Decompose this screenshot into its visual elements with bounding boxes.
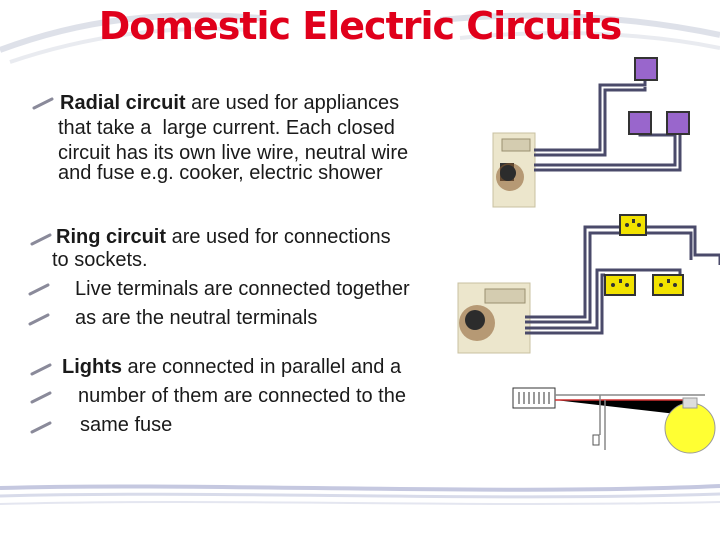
- radial-line-4: and fuse e.g. cooker, electric shower: [58, 162, 383, 184]
- appliance-icon: [666, 111, 690, 135]
- lights-term: Lights: [62, 356, 122, 378]
- switch-icon: [592, 434, 600, 446]
- bullet-icon: [30, 421, 52, 434]
- radial-line-2: that take a large current. Each closed: [58, 117, 395, 139]
- ring-line-1: Ring circuit are used for connections: [56, 226, 391, 248]
- bullet-icon: [28, 283, 50, 296]
- bullet-icon: [32, 97, 54, 110]
- bullet-icon: [30, 363, 52, 376]
- lights-line-3: same fuse: [80, 414, 173, 436]
- socket-icon: [619, 214, 647, 236]
- radial-line-3: circuit has its own live wire, neutral w…: [58, 142, 409, 164]
- radial-line-1: Radial circuit are used for appliances: [60, 92, 400, 114]
- radial-term: Radial circuit: [60, 92, 186, 114]
- footer-swoosh-decoration: [0, 484, 720, 505]
- ring-term: Ring circuit: [56, 226, 167, 248]
- ring-circuit-diagram: [457, 214, 720, 354]
- header-swoosh-decoration: [0, 12, 720, 64]
- bullet-icon: [30, 391, 52, 404]
- appliance-icon: [634, 57, 658, 81]
- light-bulb-icon: [664, 402, 716, 454]
- ring-line-3: Live terminals are connected together: [75, 278, 410, 300]
- slide-title: Domestic Electric Circuits: [98, 4, 623, 48]
- bullet-icon: [28, 313, 50, 326]
- socket-icon: [652, 274, 684, 296]
- appliance-icon: [628, 111, 652, 135]
- lighting-circuit-diagram: [512, 387, 716, 454]
- bullet-icon: [30, 233, 52, 246]
- lights-line-2: number of them are connected to the: [78, 385, 406, 407]
- radial-circuit-diagram: [492, 57, 690, 208]
- ring-line-2: to sockets.: [52, 249, 148, 271]
- socket-icon: [604, 274, 636, 296]
- lights-line-1: Lights are connected in parallel and a: [62, 356, 402, 378]
- ring-line-4: as are the neutral terminals: [75, 307, 318, 329]
